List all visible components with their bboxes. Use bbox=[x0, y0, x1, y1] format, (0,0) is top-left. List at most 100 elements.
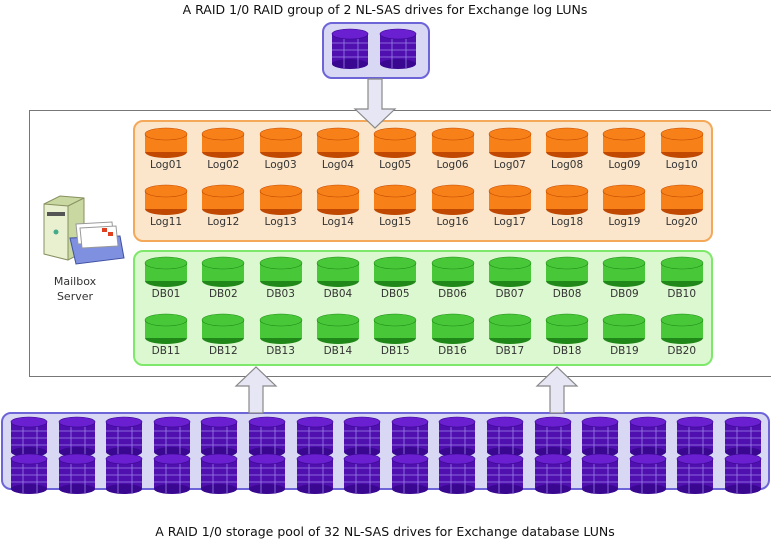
nl-sas-drive-icon bbox=[330, 28, 370, 74]
log-lun: Log19 bbox=[599, 184, 649, 228]
lun-label: DB01 bbox=[151, 288, 181, 300]
nl-sas-drive-icon bbox=[9, 416, 49, 462]
db-lun: DB06 bbox=[428, 256, 478, 300]
db-lun: DB16 bbox=[428, 313, 478, 357]
arrow-down-icon bbox=[353, 78, 397, 129]
db-lun: DB02 bbox=[198, 256, 248, 300]
storage-pool-caption: A RAID 1/0 storage pool of 32 NL-SAS dri… bbox=[155, 524, 615, 539]
nl-sas-drive-icon bbox=[675, 416, 715, 462]
lun-label: Log18 bbox=[551, 216, 584, 228]
nl-sas-drive-icon bbox=[485, 416, 525, 462]
lun-label: DB16 bbox=[438, 345, 467, 357]
lun-label: DB15 bbox=[380, 345, 410, 357]
nl-sas-drive-icon bbox=[199, 416, 239, 462]
server-label: Mailbox bbox=[53, 275, 97, 288]
lun-label: Log13 bbox=[264, 216, 297, 228]
log-lun: Log09 bbox=[599, 127, 649, 171]
db-lun: DB12 bbox=[198, 313, 248, 357]
nl-sas-drive-icon bbox=[378, 28, 418, 74]
lun-label: Log19 bbox=[608, 216, 641, 228]
nl-sas-drive-icon bbox=[533, 453, 573, 499]
lun-label: DB02 bbox=[208, 288, 238, 300]
log-lun: Log17 bbox=[485, 184, 535, 228]
db-lun: DB19 bbox=[599, 313, 649, 357]
log-lun: Log07 bbox=[485, 127, 535, 171]
nl-sas-drive-icon bbox=[342, 453, 382, 499]
db-lun: DB17 bbox=[485, 313, 535, 357]
lun-label: DB05 bbox=[380, 288, 410, 300]
log-lun: Log18 bbox=[542, 184, 592, 228]
mailbox-server-frame bbox=[29, 110, 771, 377]
lun-label: DB11 bbox=[151, 345, 181, 357]
lun-label: DB08 bbox=[552, 288, 582, 300]
log-lun: Log10 bbox=[657, 127, 707, 171]
lun-label: Log07 bbox=[493, 159, 526, 171]
arrow-up-icon bbox=[535, 366, 579, 414]
nl-sas-drive-icon bbox=[675, 453, 715, 499]
db-lun: DB05 bbox=[370, 256, 420, 300]
lun-label: Log03 bbox=[264, 159, 297, 171]
db-lun: DB03 bbox=[256, 256, 306, 300]
lun-label: Log09 bbox=[608, 159, 641, 171]
nl-sas-drive-icon bbox=[485, 453, 525, 499]
log-lun: Log03 bbox=[256, 127, 306, 171]
lun-label: Log20 bbox=[665, 216, 698, 228]
lun-label: DB19 bbox=[610, 345, 639, 357]
nl-sas-drive-icon bbox=[199, 453, 239, 499]
nl-sas-drive-icon bbox=[57, 416, 97, 462]
nl-sas-drive-icon bbox=[57, 453, 97, 499]
nl-sas-drive-icon bbox=[723, 453, 763, 499]
log-raid-group-caption: A RAID 1/0 RAID group of 2 NL-SAS drives… bbox=[182, 2, 588, 17]
log-lun: Log05 bbox=[370, 127, 420, 171]
lun-label: Log15 bbox=[379, 216, 412, 228]
lun-label: DB20 bbox=[667, 345, 697, 357]
arrow-up-icon bbox=[234, 366, 278, 414]
nl-sas-drive-icon bbox=[390, 453, 430, 499]
log-lun: Log02 bbox=[198, 127, 248, 171]
db-lun: DB13 bbox=[256, 313, 306, 357]
nl-sas-drive-icon bbox=[152, 453, 192, 499]
db-lun: DB04 bbox=[313, 256, 363, 300]
lun-label: Log10 bbox=[665, 159, 698, 171]
nl-sas-drive-icon bbox=[104, 453, 144, 499]
log-lun: Log01 bbox=[141, 127, 191, 171]
lun-label: DB14 bbox=[323, 345, 353, 357]
nl-sas-drive-icon bbox=[628, 416, 668, 462]
lun-label: DB13 bbox=[266, 345, 295, 357]
mailbox-server-icon bbox=[43, 195, 125, 265]
lun-label: Log14 bbox=[321, 216, 354, 228]
nl-sas-drive-icon bbox=[9, 453, 49, 499]
lun-label: DB07 bbox=[495, 288, 525, 300]
log-lun: Log04 bbox=[313, 127, 363, 171]
lun-label: Log16 bbox=[436, 216, 469, 228]
nl-sas-drive-icon bbox=[628, 453, 668, 499]
nl-sas-drive-icon bbox=[437, 453, 477, 499]
db-lun: DB15 bbox=[370, 313, 420, 357]
lun-label: DB04 bbox=[323, 288, 353, 300]
log-lun: Log11 bbox=[141, 184, 191, 228]
lun-label: Log02 bbox=[207, 159, 240, 171]
lun-label: Log06 bbox=[436, 159, 469, 171]
log-lun: Log08 bbox=[542, 127, 592, 171]
db-lun: DB01 bbox=[141, 256, 191, 300]
db-lun: DB08 bbox=[542, 256, 592, 300]
db-lun: DB14 bbox=[313, 313, 363, 357]
server-label: Server bbox=[56, 290, 94, 303]
lun-label: DB03 bbox=[266, 288, 295, 300]
lun-label: Log11 bbox=[149, 216, 183, 228]
lun-label: DB09 bbox=[610, 288, 639, 300]
nl-sas-drive-icon bbox=[580, 453, 620, 499]
lun-label: DB10 bbox=[667, 288, 697, 300]
nl-sas-drive-icon bbox=[295, 453, 335, 499]
log-lun: Log13 bbox=[256, 184, 306, 228]
log-lun: Log16 bbox=[428, 184, 478, 228]
log-lun: Log12 bbox=[198, 184, 248, 228]
db-lun: DB09 bbox=[599, 256, 649, 300]
lun-label: Log04 bbox=[321, 159, 354, 171]
log-lun: Log06 bbox=[428, 127, 478, 171]
lun-label: Log12 bbox=[207, 216, 240, 228]
db-lun: DB11 bbox=[141, 313, 191, 357]
log-lun: Log20 bbox=[657, 184, 707, 228]
lun-label: DB17 bbox=[495, 345, 525, 357]
lun-label: Log08 bbox=[551, 159, 584, 171]
